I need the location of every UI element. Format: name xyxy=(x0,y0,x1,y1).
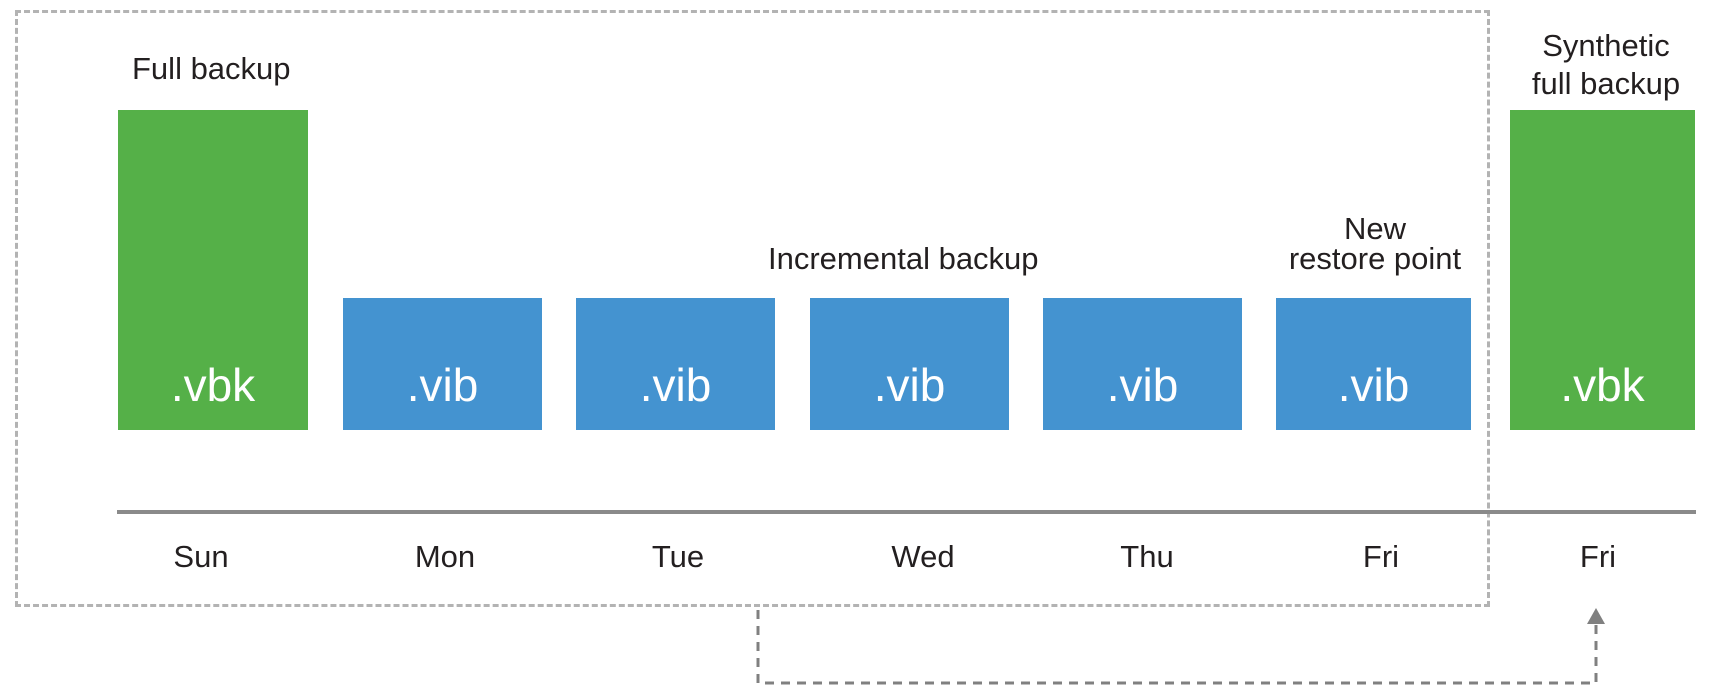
day-label-sun: Sun xyxy=(173,539,229,574)
full-backup-block-sun: .vbk xyxy=(118,110,308,430)
day-label-thu: Thu xyxy=(1120,539,1174,574)
day-label-mon: Mon xyxy=(414,539,476,574)
full-backup-label: Full backup xyxy=(132,51,291,86)
day-label-tue: Tue xyxy=(651,539,705,574)
day-label-fri-synthetic: Fri xyxy=(1579,539,1617,574)
arrow-up-icon xyxy=(1587,608,1605,624)
day-label-wed: Wed xyxy=(891,539,955,574)
new-restore-point-label-line2: restore point xyxy=(1288,241,1462,276)
incremental-block-fri-new-restore-point: .vib xyxy=(1276,298,1471,430)
incremental-block-wed: .vib xyxy=(810,298,1009,430)
day-label-fri: Fri xyxy=(1362,539,1400,574)
backup-chain-boundary xyxy=(15,10,1490,607)
synthetic-full-backup-label-line1: Synthetic xyxy=(1542,28,1670,63)
incremental-block-tue: .vib xyxy=(576,298,775,430)
timeline-axis xyxy=(117,510,1696,514)
synthetic-full-backup-label-line2: full backup xyxy=(1531,66,1681,101)
new-restore-point-label-line1: New xyxy=(1343,211,1406,246)
synthetic-full-backup-block-fri: .vbk xyxy=(1510,110,1695,430)
incremental-backup-label: Incremental backup xyxy=(768,241,1039,276)
synthetic-full-backup-label: Synthetic full backup xyxy=(1515,27,1697,103)
incremental-block-mon: .vib xyxy=(343,298,542,430)
dashed-flow-line xyxy=(756,610,1598,685)
incremental-block-thu: .vib xyxy=(1043,298,1242,430)
new-restore-point-label: New restore point xyxy=(1270,210,1480,278)
